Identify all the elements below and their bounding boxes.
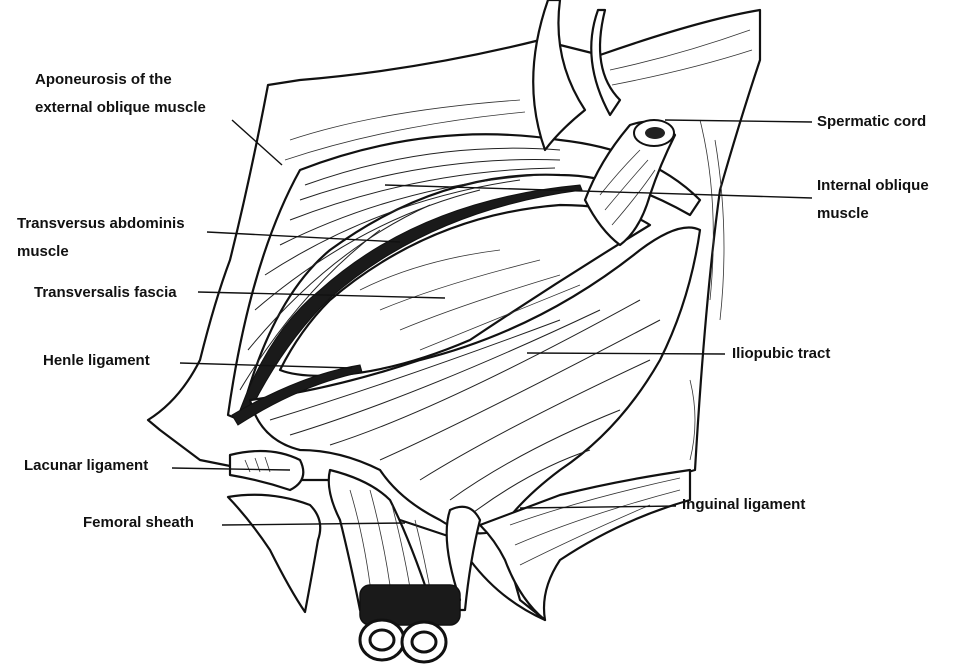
label-inguinal-ligament: Inguinal ligament xyxy=(682,496,806,513)
muscle-cleft xyxy=(239,184,583,416)
label-aponeurosis-line1: Aponeurosis of the xyxy=(35,71,172,88)
label-internal-oblique-line2: muscle xyxy=(817,205,869,222)
femoral-sheath xyxy=(327,468,482,612)
pectineal-flap xyxy=(226,493,322,614)
lacunar-ligament-shape xyxy=(228,449,305,492)
cord-fibers xyxy=(599,149,656,226)
lead-femoral xyxy=(221,522,406,526)
label-transversus: Transversus abdominis muscle xyxy=(17,210,185,266)
ligament-fibers xyxy=(509,477,681,566)
lead-iliopubic xyxy=(526,352,726,355)
aponeurosis-fibers xyxy=(284,29,753,461)
iliopubic-tract xyxy=(248,226,702,535)
lead-henle xyxy=(179,362,353,369)
lead-spermatic-cord xyxy=(664,119,813,123)
label-henle-ligament: Henle ligament xyxy=(43,352,150,369)
leader-lines xyxy=(171,119,813,526)
label-aponeurosis: Aponeurosis of the external oblique musc… xyxy=(35,66,206,122)
label-aponeurosis-line2: external oblique muscle xyxy=(35,99,206,116)
lead-transversus xyxy=(206,231,401,243)
lead-lacunar xyxy=(171,467,291,471)
label-transversus-line2: muscle xyxy=(17,243,69,260)
label-transversus-line1: Transversus abdominis xyxy=(17,215,185,232)
retractor-strip-2 xyxy=(590,8,622,117)
femoral-vessels xyxy=(358,584,461,664)
label-femoral-sheath: Femoral sheath xyxy=(83,514,194,531)
tract-fibers xyxy=(269,299,661,516)
lead-internal-oblique xyxy=(384,184,813,199)
retractor-strip xyxy=(532,0,587,152)
transversalis-fascia-area xyxy=(278,203,652,377)
fascia-fibers xyxy=(359,249,581,351)
muscle-fibers xyxy=(239,147,561,391)
label-internal-oblique: Internal oblique muscle xyxy=(817,172,929,228)
lead-transversalis xyxy=(197,291,446,299)
label-spermatic-cord: Spermatic cord xyxy=(817,113,927,130)
henle-edge xyxy=(231,364,363,426)
cord-lumen xyxy=(645,127,665,139)
label-lacunar-ligament: Lacunar ligament xyxy=(24,457,149,474)
lead-inguinal xyxy=(519,505,677,509)
label-transversalis-fascia: Transversalis fascia xyxy=(34,284,177,301)
lead-aponeurosis xyxy=(231,119,283,166)
label-iliopubic-tract: Iliopubic tract xyxy=(732,345,831,362)
label-internal-oblique-line1: Internal oblique xyxy=(817,177,929,194)
